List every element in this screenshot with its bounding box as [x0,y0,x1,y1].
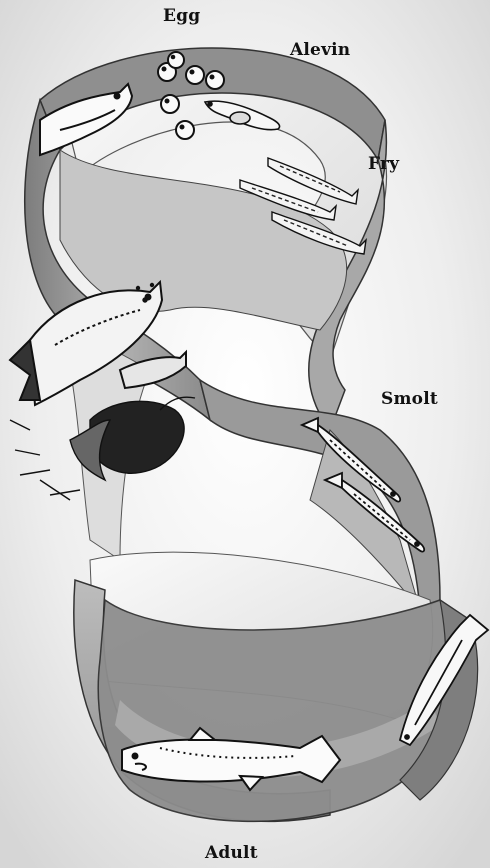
label-alevin: Alevin [290,40,350,60]
egg [176,121,194,139]
label-adult: Adult [205,843,258,863]
egg [168,52,184,68]
label-smolt: Smolt [381,389,438,409]
egg [161,95,179,113]
label-egg: Egg [163,6,200,26]
label-fry: Fry [368,154,399,174]
egg [206,71,224,89]
egg [186,66,204,84]
